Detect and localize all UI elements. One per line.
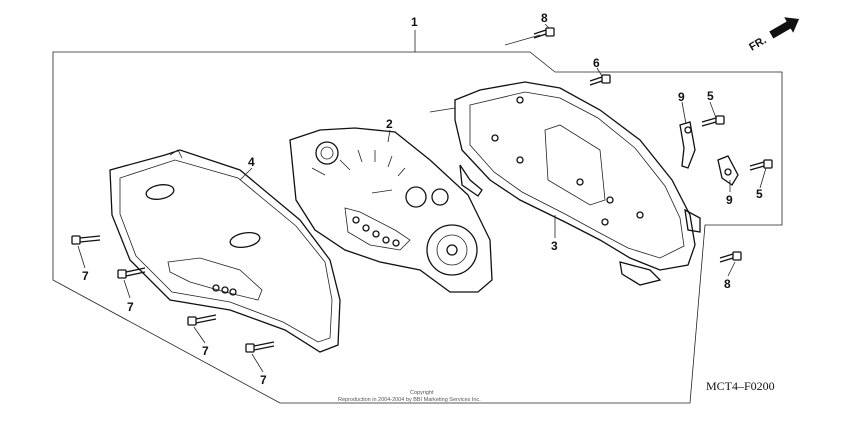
copyright-line-1: Copyright	[410, 390, 434, 396]
diagram-code: MCT4–F0200	[706, 379, 775, 393]
screw-6	[589, 74, 611, 86]
callout-2: 2	[386, 117, 393, 131]
callout-5-upper: 5	[707, 89, 714, 103]
copyright-line-2: Reproduction in 2004-2004 by BBI Marketi…	[338, 397, 481, 403]
screw-8-top	[533, 27, 555, 39]
callout-3: 3	[551, 239, 558, 253]
meter-case	[429, 81, 701, 286]
callout-9-lower: 9	[726, 193, 733, 207]
callout-7d: 7	[260, 373, 267, 387]
screw-8-bottom	[719, 251, 742, 263]
screw-7d	[245, 341, 275, 353]
screw-5-lower	[749, 159, 773, 171]
callout-9-upper: 9	[678, 90, 685, 104]
callout-6: 6	[593, 56, 600, 70]
screw-7a	[71, 235, 101, 245]
screw-5-upper	[701, 115, 725, 127]
callout-4: 4	[248, 155, 255, 169]
callout-8-bottom: 8	[724, 277, 731, 291]
direction-label: FR.	[747, 34, 768, 53]
callout-7b: 7	[127, 300, 134, 314]
callout-8-top: 8	[541, 11, 548, 25]
callout-7c: 7	[202, 344, 209, 358]
bracket-9-upper	[679, 121, 696, 169]
bracket-9-lower	[717, 155, 739, 186]
callout-1: 1	[411, 15, 418, 29]
screw-7c	[187, 314, 217, 326]
callout-5-lower: 5	[756, 187, 763, 201]
meter-cover	[109, 149, 341, 353]
leader-lines	[77, 23, 767, 373]
screw-7b	[117, 267, 146, 279]
meter-panel	[289, 127, 493, 293]
callout-7a: 7	[82, 269, 89, 283]
assembly-outline	[52, 30, 783, 404]
front-direction-arrow: FR.	[747, 17, 800, 54]
